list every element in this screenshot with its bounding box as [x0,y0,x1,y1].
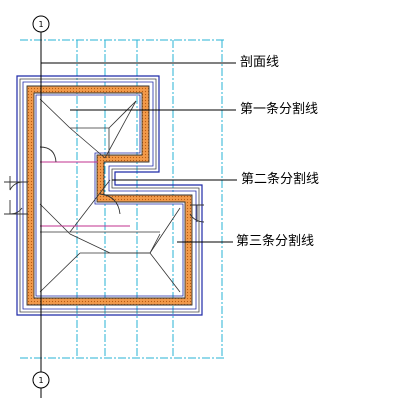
lower-valley [69,179,111,233]
roof-eave-outline [16,75,203,316]
wall-band [26,85,193,306]
lower-hip-1 [39,203,71,235]
upper-hip-3 [69,127,106,159]
upper-hip-1 [39,98,71,129]
inner-roof-outline [35,94,184,297]
door-swing-icon [4,146,205,223]
door-inner-mid [99,193,121,215]
label-split-line-3: 第三条分割线 [236,234,315,249]
axis-bubble-icon: 1 1 [32,15,50,398]
upper-ridge-box [70,100,137,129]
label-split-line-1: 第一条分割线 [240,102,319,117]
axis-marker-top: 1 [38,20,43,29]
door-right [190,204,204,222]
axis-marker-bottom: 1 [38,376,43,385]
lower-ridge-box [69,233,161,254]
lower-hip-5 [149,207,181,254]
door-right-arc [189,213,205,223]
label-section-line: 剖面线 [240,55,280,70]
door-inner-left [39,146,57,163]
axis-bubble-top [32,15,50,33]
lower-hip-2 [39,252,81,293]
label-split-line-2: 第二条分割线 [241,172,320,187]
hidden-roof-lines [40,161,130,227]
roof-eave-outline-2 [19,78,200,313]
leader-lines [41,62,237,243]
lower-hip-4 [149,252,181,293]
